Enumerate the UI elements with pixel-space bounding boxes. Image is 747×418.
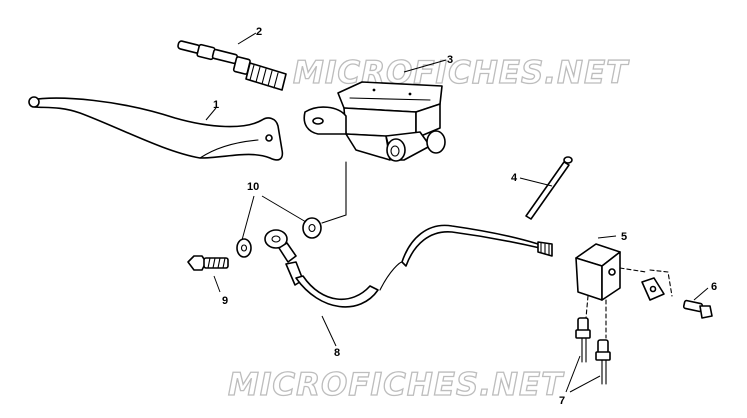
- brake-lever: [28, 96, 284, 161]
- watermark-bottom: MICROFICHES.NET: [228, 367, 565, 403]
- brake-hose: [264, 229, 403, 308]
- watermark-top: MICROFICHES.NET: [293, 55, 630, 91]
- callout-7: 7: [559, 395, 565, 407]
- callout-10: 10: [247, 181, 259, 193]
- callout-9: 9: [222, 295, 228, 307]
- piston-kit: [177, 40, 287, 91]
- mount-screw: [641, 269, 713, 319]
- junction-block: [575, 243, 647, 339]
- leader-lines: [205, 32, 709, 393]
- banjo-bolt: [187, 255, 229, 271]
- master-cylinder: [303, 81, 446, 224]
- callout-6: 6: [711, 281, 717, 293]
- callout-2: 2: [256, 26, 262, 38]
- fittings: [575, 317, 611, 385]
- cable-tie: [525, 156, 573, 220]
- callout-4: 4: [511, 172, 518, 184]
- callout-3: 3: [447, 54, 453, 66]
- callout-1: 1: [213, 99, 219, 111]
- callout-8: 8: [334, 347, 340, 359]
- brake-line: [401, 224, 553, 267]
- callout-5: 5: [621, 231, 627, 243]
- crush-washers: [236, 217, 322, 258]
